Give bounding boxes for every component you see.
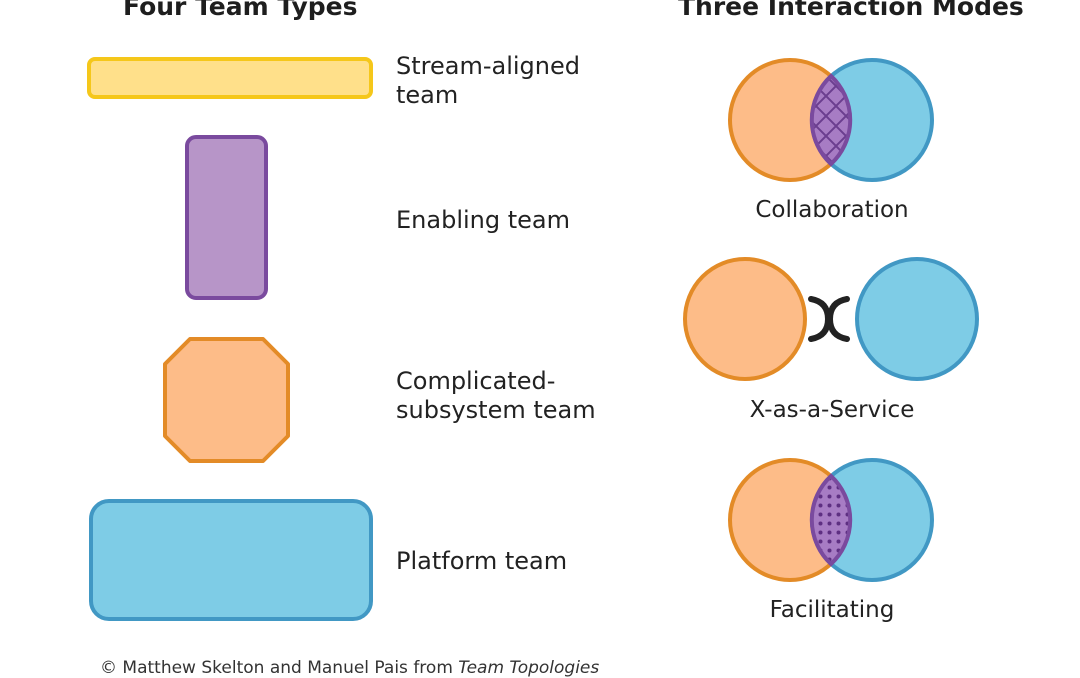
orange-circle (683, 257, 807, 381)
blue-circle (855, 257, 979, 381)
collaboration-label: Collaboration (755, 197, 909, 223)
enabling-team-shape (185, 135, 268, 300)
copyright-notice: © Matthew Skelton and Manuel Pais from T… (100, 658, 599, 678)
collaboration-venn-diagram (728, 58, 934, 182)
x-as-a-service-label: X-as-a-Service (749, 397, 915, 423)
platform-team-label: Platform team (396, 547, 568, 575)
enabling-team-label: Enabling team (396, 206, 570, 234)
x-as-a-service-diagram (683, 257, 979, 381)
facilitating-venn-diagram (728, 458, 934, 582)
book-title: Team Topologies (458, 658, 600, 678)
overlap-outline (809, 73, 853, 167)
stream-aligned-team-shape (87, 57, 373, 99)
platform-team-shape (89, 499, 373, 621)
complicated-subsystem-team-shape (163, 337, 290, 463)
team-types-heading: Four Team Types (123, 0, 358, 21)
facilitating-label: Facilitating (769, 597, 895, 623)
complicated-subsystem-team-label: Complicated-subsystem team (396, 367, 596, 424)
stream-aligned-team-label: Stream-aligned team (396, 52, 580, 109)
copyright-text: © Matthew Skelton and Manuel Pais from (100, 658, 459, 678)
service-bracket-icon (808, 296, 850, 342)
overlap-outline (809, 473, 853, 567)
interaction-modes-heading: Three Interaction Modes (678, 0, 1024, 21)
